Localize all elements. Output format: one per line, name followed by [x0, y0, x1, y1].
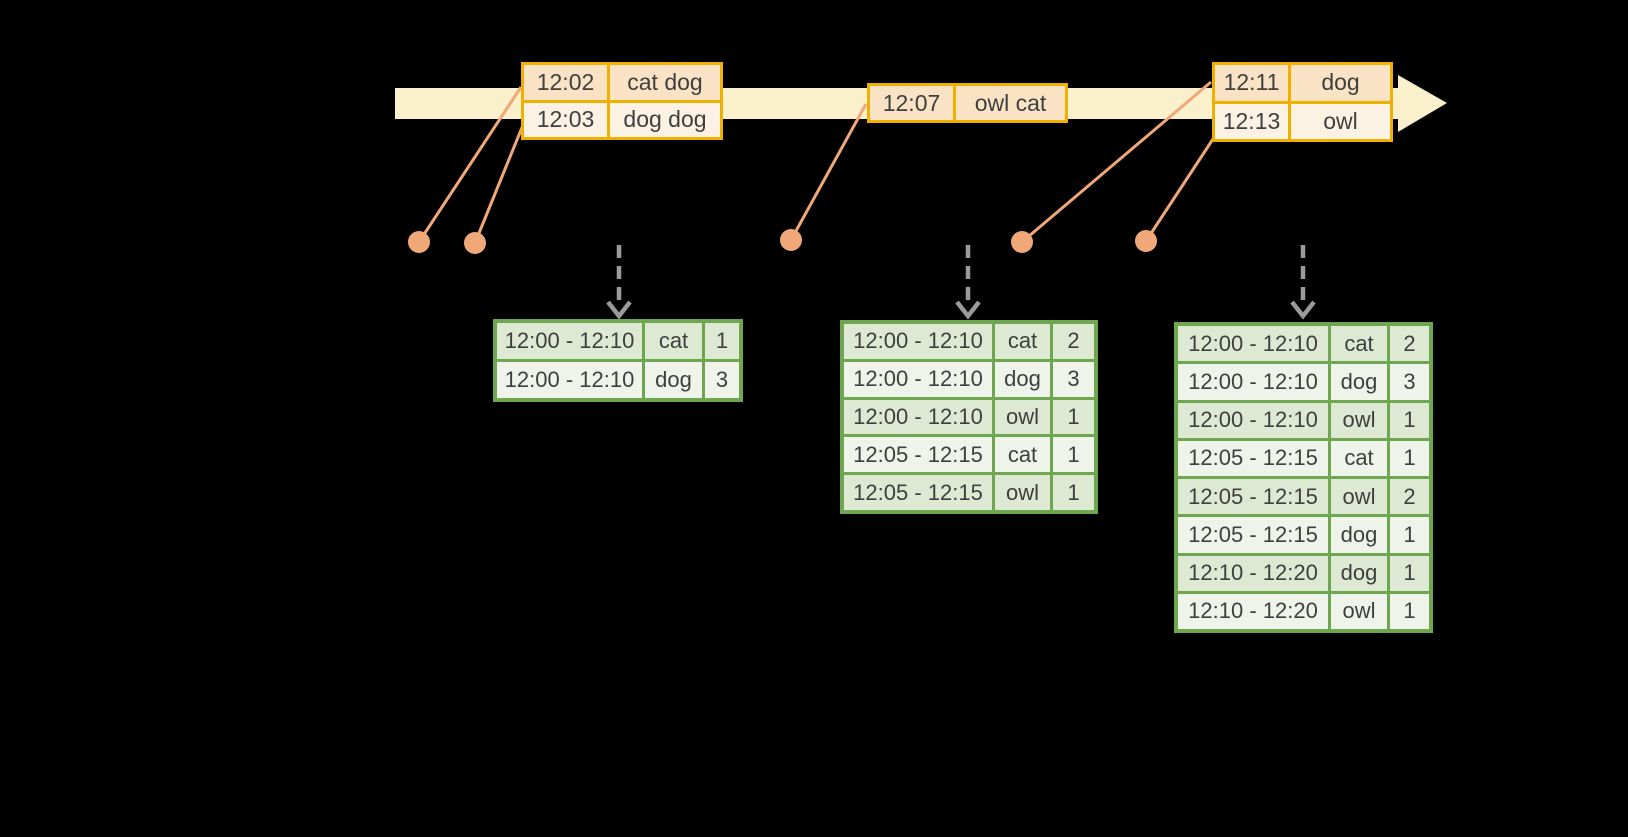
result-window: 12:00 - 12:10 [1178, 402, 1328, 438]
result-word: owl [1331, 402, 1387, 438]
result-window: 12:00 - 12:10 [844, 361, 992, 397]
event-words: dog dog [610, 102, 720, 137]
result-window: 12:05 - 12:15 [844, 475, 992, 510]
result-word: owl [1331, 593, 1387, 629]
event-dot-icon [1135, 230, 1157, 252]
result-window: 12:05 - 12:15 [1178, 440, 1328, 476]
connector-line [789, 103, 868, 241]
result-count: 1 [1053, 437, 1094, 473]
result-count: 1 [1053, 399, 1094, 435]
result-window: 12:00 - 12:10 [844, 324, 992, 359]
result-word: cat [1331, 440, 1387, 476]
event-dot-icon [780, 229, 802, 251]
result-count: 1 [1390, 517, 1429, 553]
result-word: cat [1331, 326, 1387, 362]
connector-line [473, 124, 525, 244]
result-word: cat [645, 323, 702, 359]
result-count: 1 [1390, 593, 1429, 629]
result-count: 1 [1053, 475, 1094, 510]
result-window: 12:00 - 12:10 [497, 323, 642, 359]
result-window: 12:05 - 12:15 [844, 437, 992, 473]
connector-line [1021, 80, 1212, 244]
event-dot-icon [1011, 231, 1033, 253]
event-time: 12:13 [1215, 103, 1288, 139]
result-word: cat [995, 437, 1050, 473]
result-count: 2 [1053, 324, 1094, 359]
event-dot-icon [408, 231, 430, 253]
result-word: dog [645, 362, 702, 398]
result-word: dog [995, 361, 1050, 397]
result-window: 12:05 - 12:15 [1178, 479, 1328, 515]
result-count: 2 [1390, 326, 1429, 362]
result-window: 12:00 - 12:10 [1178, 364, 1328, 400]
result-count: 1 [1390, 440, 1429, 476]
event-time: 12:11 [1215, 65, 1288, 101]
trigger-arrow-icon [1290, 245, 1316, 320]
result-window: 12:10 - 12:20 [1178, 555, 1328, 591]
result-count: 2 [1390, 479, 1429, 515]
result-count: 3 [1390, 364, 1429, 400]
result-word: owl [1331, 479, 1387, 515]
result-count: 3 [1053, 361, 1094, 397]
result-count: 1 [1390, 402, 1429, 438]
event-time: 12:03 [524, 102, 607, 137]
result-word: owl [995, 475, 1050, 510]
result-word: dog [1331, 555, 1387, 591]
timeline-arrowhead-icon [1398, 75, 1447, 132]
result-word: owl [995, 399, 1050, 435]
event-dot-icon [464, 232, 486, 254]
trigger-arrow-icon [606, 245, 632, 320]
event-words: owl cat [956, 86, 1065, 120]
result-count: 3 [705, 362, 739, 398]
result-window: 12:10 - 12:20 [1178, 593, 1328, 629]
result-window: 12:05 - 12:15 [1178, 517, 1328, 553]
event-time: 12:02 [524, 65, 607, 100]
result-window: 12:00 - 12:10 [1178, 326, 1328, 362]
connector-line [417, 86, 523, 243]
connector-line [1144, 138, 1215, 242]
event-words: owl [1291, 103, 1390, 139]
result-word: dog [1331, 364, 1387, 400]
event-words: dog [1291, 65, 1390, 101]
trigger-arrow-icon [955, 245, 981, 320]
event-words: cat dog [610, 65, 720, 100]
result-word: dog [1331, 517, 1387, 553]
result-window: 12:00 - 12:10 [497, 362, 642, 398]
result-window: 12:00 - 12:10 [844, 399, 992, 435]
event-time: 12:07 [870, 86, 953, 120]
result-count: 1 [705, 323, 739, 359]
result-count: 1 [1390, 555, 1429, 591]
result-word: cat [995, 324, 1050, 359]
